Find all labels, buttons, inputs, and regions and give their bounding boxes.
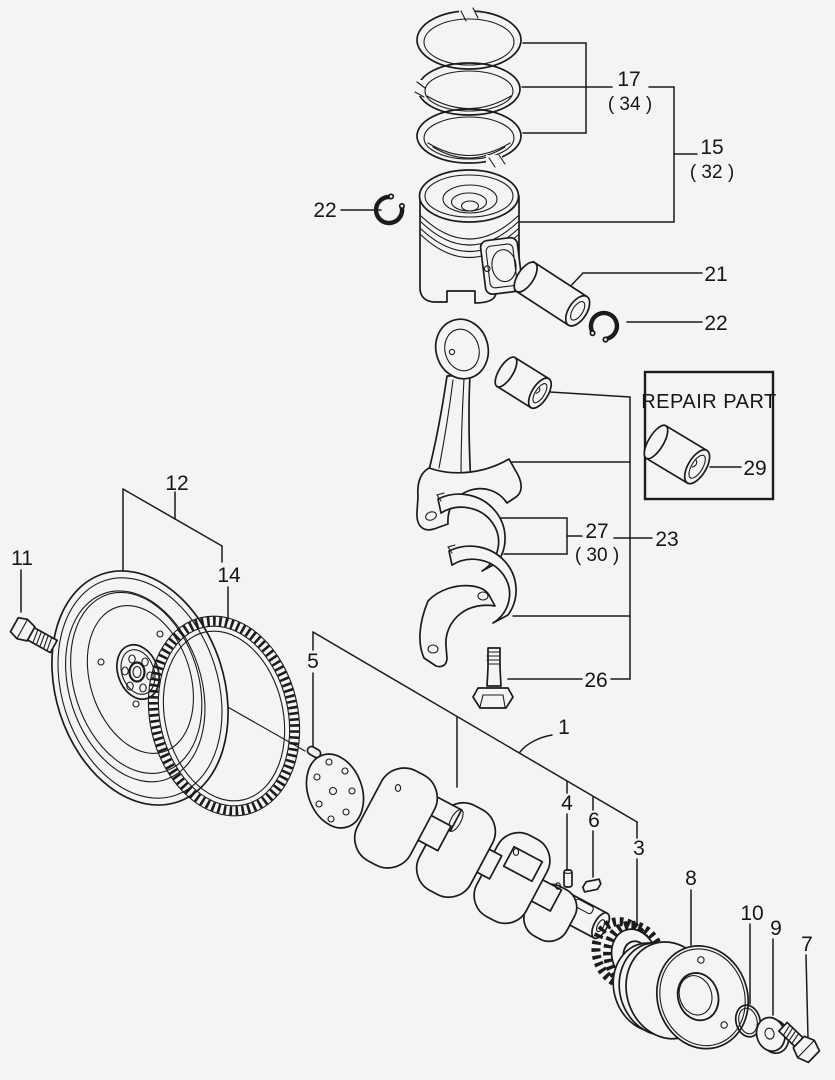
o-ring-drawing [734, 1004, 762, 1038]
callout-7: 7 [801, 933, 813, 956]
piston-ring-set-drawing [412, 6, 522, 168]
callout-1: 1 [558, 716, 570, 739]
crank-front-flange [305, 753, 365, 829]
callout-12: 12 [165, 472, 188, 495]
callout-23: 23 [655, 528, 678, 551]
callout-27: 27 [585, 520, 608, 543]
callout-4: 4 [561, 792, 573, 815]
callout-27-qty: ( 30 ) [575, 545, 619, 566]
piston-pin-boss-window [479, 236, 524, 296]
callout-3: 3 [633, 837, 645, 860]
leader-pistonset-bracket [519, 86, 675, 223]
leader-crank-diagonal [312, 631, 638, 823]
callout-29: 29 [743, 457, 766, 480]
rod-bolt-drawing [472, 647, 514, 709]
callout-labels: 17 ( 34 ) 15 ( 32 ) 22 21 22 29 27 ( 30 … [11, 68, 813, 956]
callout-10: 10 [740, 902, 763, 925]
callout-9: 9 [770, 917, 782, 940]
small-end-bushing-drawing [494, 356, 553, 410]
callout-26: 26 [584, 669, 607, 692]
callout-17-qty: ( 34 ) [608, 94, 652, 115]
leader-12-bracket [122, 488, 223, 547]
piston-pin-drawing [513, 260, 591, 327]
repair-part-box-title: REPAIR PART [641, 391, 777, 413]
crank-pulley-drawing [612, 941, 750, 1050]
leader-1 [519, 734, 553, 753]
snap-ring-left-drawing [373, 193, 405, 226]
piston-drawing [418, 169, 524, 304]
callout-21: 21 [704, 263, 727, 286]
callout-11: 11 [11, 547, 33, 570]
dowel-pin-drawing [563, 868, 573, 888]
pulley-bolt-drawing [777, 1021, 821, 1064]
woodruff-key-flywheel-drawing [306, 745, 322, 759]
leader-7 [805, 954, 809, 1039]
bearing-shell-upper-drawing [436, 492, 506, 572]
callout-8: 8 [685, 867, 697, 890]
bearing-shell-lower-drawing [447, 544, 517, 624]
callout-15-qty: ( 32 ) [690, 162, 734, 183]
callout-17: 17 [617, 68, 640, 91]
flywheel-bolt-drawing [9, 616, 58, 654]
callout-22-left: 22 [313, 199, 336, 222]
callout-22-right: 22 [704, 312, 727, 335]
leader-small-end-bushing [549, 391, 631, 398]
rod-cap-drawing [419, 584, 496, 668]
callout-5: 5 [307, 650, 319, 673]
repair-part-box: REPAIR PART [641, 370, 777, 501]
callout-14: 14 [217, 564, 241, 587]
snap-ring-right-drawing [588, 310, 620, 343]
callout-15: 15 [700, 136, 723, 159]
ring-gear-drawing [147, 615, 301, 817]
leader-piston-pin [565, 272, 703, 292]
callout-leader-lines [20, 42, 809, 1039]
flywheel-drawing [51, 570, 229, 806]
gear-key-drawing [582, 878, 602, 893]
crankshaft-drawing [305, 753, 611, 943]
callout-6: 6 [588, 809, 600, 832]
repair-bushing-drawing [643, 424, 711, 485]
